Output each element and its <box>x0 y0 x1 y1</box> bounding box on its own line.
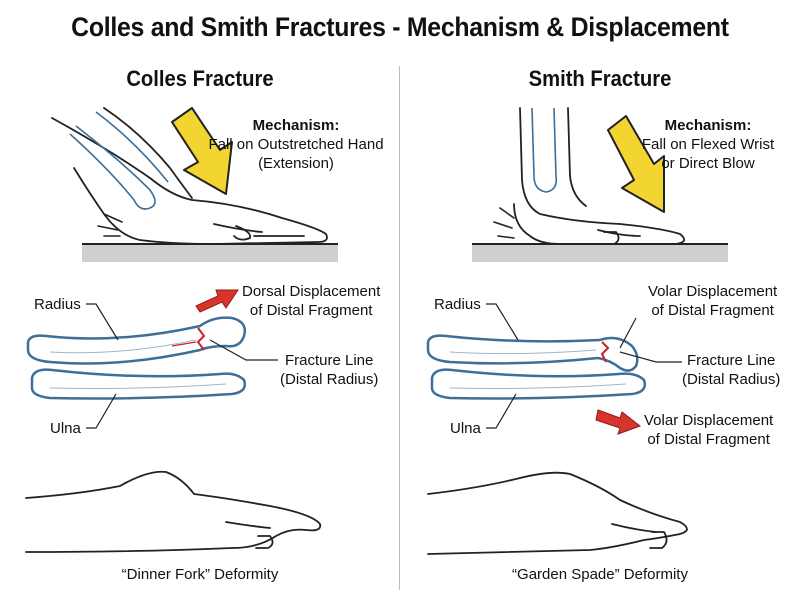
colles-displacement-arrow <box>195 289 239 313</box>
colles-forearm-bones <box>69 111 169 210</box>
colles-displacement-label: Dorsal Displacement of Distal Fragment <box>242 282 380 320</box>
smith-displacement-arrow <box>595 409 642 435</box>
colles-radius-bone <box>26 316 246 365</box>
smith-forearm-bones <box>531 107 558 193</box>
colles-title: Colles Fracture <box>126 66 274 91</box>
colles-mechanism: Mechanism: Fall on Outstretched Hand (Ex… <box>196 116 396 173</box>
smith-displacement-bottom-line-2: of Distal Fragment <box>647 431 770 448</box>
colles-mechanism-line-1: Fall on Outstretched Hand <box>208 136 384 153</box>
colles-fracture-line <box>171 327 206 351</box>
colles-mechanism-line-2: (Extension) <box>258 155 334 172</box>
colles-displacement-line-1: Dorsal Displacement <box>242 283 381 300</box>
smith-displacement-bottom-line-1: Volar Displacement <box>644 412 774 429</box>
smith-fracture-line-1: Fracture Line <box>686 352 776 369</box>
smith-deformity-drawing <box>427 471 688 555</box>
smith-mechanism-line-1: Fall on Flexed Wrist <box>641 136 775 153</box>
smith-mechanism: Mechanism: Fall on Flexed Wrist or Direc… <box>616 116 800 173</box>
smith-mechanism-line-2: or Direct Blow <box>661 155 755 172</box>
smith-displacement-top-line-1: Volar Displacement <box>648 283 778 300</box>
smith-ulna-label: Ulna <box>450 420 481 437</box>
smith-title: Smith Fracture <box>528 66 672 91</box>
smith-fracture-label: Fracture Line (Distal Radius) <box>682 351 780 389</box>
colles-ground <box>82 244 338 262</box>
colles-ulna-label: Ulna <box>50 420 81 437</box>
colles-hand-drawing <box>51 107 328 245</box>
smith-displacement-top-label: Volar Displacement of Distal Fragment <box>648 282 777 320</box>
smith-impact-marks <box>493 207 515 239</box>
smith-ulna-bone <box>430 368 646 400</box>
colles-deformity-caption: “Dinner Fork” Deformity <box>121 566 279 583</box>
colles-fracture-line-2: (Distal Radius) <box>280 371 379 388</box>
colles-displacement-line-2: of Distal Fragment <box>249 302 373 319</box>
panel-divider <box>399 66 400 590</box>
smith-fracture-line <box>600 341 610 363</box>
smith-mechanism-heading: Mechanism: <box>664 117 752 134</box>
smith-hand-drawing <box>513 107 686 245</box>
colles-impact-marks <box>97 213 123 237</box>
smith-ground <box>472 244 728 262</box>
colles-radius-label: Radius <box>34 296 81 313</box>
colles-bone-shading <box>49 339 227 389</box>
smith-radius-label: Radius <box>434 296 481 313</box>
smith-bone-shading <box>449 349 627 389</box>
colles-leaders <box>86 303 278 429</box>
smith-displacement-top-line-2: of Distal Fragment <box>651 302 774 319</box>
smith-force-arrow <box>607 115 665 213</box>
colles-ulna-bone <box>30 368 246 400</box>
colles-mechanism-heading: Mechanism: <box>252 117 340 134</box>
colles-force-arrow <box>171 107 233 195</box>
page-title: Colles and Smith Fractures - Mechanism &… <box>71 12 729 42</box>
colles-deformity-drawing <box>25 470 322 553</box>
smith-fracture-line-2: (Distal Radius) <box>682 371 781 388</box>
smith-leaders <box>486 303 682 429</box>
colles-fracture-line-1: Fracture Line <box>284 352 374 369</box>
smith-deformity-caption: “Garden Spade” Deformity <box>512 566 688 583</box>
smith-displacement-bottom-label: Volar Displacement of Distal Fragment <box>644 411 773 449</box>
colles-fracture-label: Fracture Line (Distal Radius) <box>280 351 378 389</box>
